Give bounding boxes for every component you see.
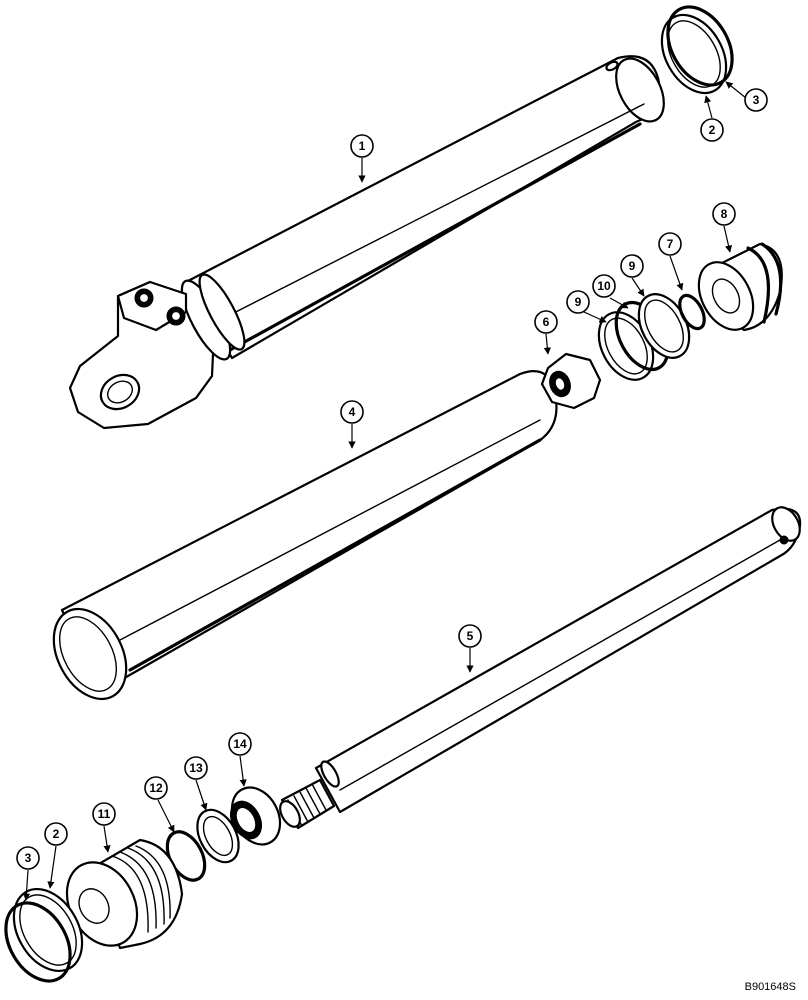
- svg-text:9: 9: [629, 259, 636, 273]
- callout-3-bottom: 3: [16, 846, 40, 901]
- svg-text:14: 14: [233, 737, 247, 751]
- callout-10: 10: [592, 274, 629, 309]
- part-9-10-7-seals: [597, 293, 706, 381]
- callout-6: 6: [534, 310, 558, 355]
- callout-2-bottom: 2: [44, 822, 68, 889]
- svg-text:4: 4: [349, 405, 356, 419]
- callout-9-inner: 9: [620, 254, 645, 297]
- part-1-cylinder-barrel: [68, 55, 665, 430]
- callout-1: 1: [350, 134, 374, 183]
- part-8-piston: [697, 242, 783, 332]
- part-2-3-top-rings: [660, 5, 734, 95]
- callout-7: 7: [658, 232, 684, 291]
- part-14-wiper: [229, 786, 282, 846]
- svg-text:6: 6: [543, 315, 550, 329]
- callout-4: 4: [340, 400, 364, 449]
- svg-text:10: 10: [597, 279, 611, 293]
- callout-13: 13: [184, 756, 208, 811]
- svg-text:3: 3: [753, 93, 760, 107]
- part-2-3-bottom-rings: [4, 887, 84, 983]
- callout-12: 12: [144, 776, 175, 833]
- svg-text:7: 7: [667, 237, 674, 251]
- part-5-piston-rod: [279, 506, 802, 830]
- callout-14: 14: [228, 732, 252, 787]
- svg-text:1: 1: [359, 139, 366, 153]
- part-13-ring: [196, 808, 240, 864]
- callout-5: 5: [458, 624, 482, 673]
- part-4-tube: [52, 370, 558, 701]
- callout-9-outer: 9: [566, 290, 607, 323]
- part-11-gland: [65, 838, 184, 950]
- callout-11: 11: [92, 802, 116, 853]
- svg-text:11: 11: [98, 807, 111, 821]
- callout-8: 8: [712, 202, 736, 253]
- svg-text:8: 8: [721, 207, 728, 221]
- callout-2-top: 2: [700, 95, 724, 142]
- callout-3-top: 3: [725, 81, 768, 112]
- svg-text:2: 2: [709, 123, 716, 137]
- svg-text:12: 12: [149, 781, 163, 795]
- figure-code: B901648S: [745, 981, 796, 993]
- part-6-hex-nut: [540, 352, 602, 410]
- svg-text:5: 5: [467, 629, 474, 643]
- svg-text:13: 13: [189, 761, 203, 775]
- svg-text:3: 3: [25, 851, 32, 865]
- svg-text:9: 9: [575, 295, 582, 309]
- svg-text:2: 2: [53, 827, 60, 841]
